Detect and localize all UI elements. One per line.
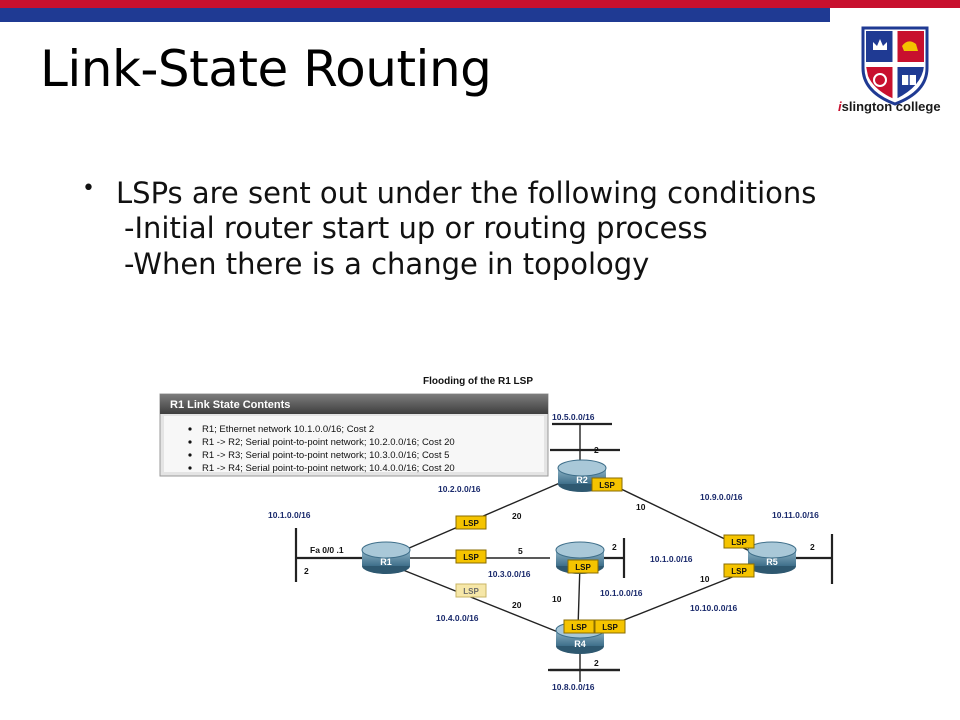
lsp-packet: LSP xyxy=(455,549,487,564)
top-blue-stripe xyxy=(0,8,830,22)
svg-text:LSP: LSP xyxy=(463,553,479,562)
router-r1: R1 xyxy=(361,541,411,574)
link-state-entry: R1 -> R2; Serial point-to-point network;… xyxy=(202,437,455,448)
network-label: 10.1.0.0/16 xyxy=(650,554,693,564)
network-label: 10.3.0.0/16 xyxy=(488,569,531,579)
lsp-packet: LSP xyxy=(455,515,487,530)
svg-text:LSP: LSP xyxy=(599,481,615,490)
sub-item-startup: -Initial router start up or routing proc… xyxy=(124,211,708,246)
cost-label: 20 xyxy=(512,600,522,610)
link-state-entry: R1; Ethernet network 10.1.0.0/16; Cost 2 xyxy=(202,424,374,435)
cost-label: 2 xyxy=(304,566,309,576)
network-label: 10.1.0.0/16 xyxy=(268,510,311,520)
cost-label: 20 xyxy=(512,511,522,521)
diagram-title: Flooding of the R1 LSP xyxy=(423,376,533,387)
lsp-packet: LSP xyxy=(455,583,487,598)
svg-text:LSP: LSP xyxy=(571,623,587,632)
college-name: islington college xyxy=(838,99,941,114)
cost-label: 2 xyxy=(810,542,815,552)
svg-text:LSP: LSP xyxy=(731,538,747,547)
cost-label: 10 xyxy=(552,594,562,604)
network-label: 10.4.0.0/16 xyxy=(436,613,479,623)
lsp-packets: LSP LSP LSP LSP LSP LSP LSP LSP LSP xyxy=(455,477,755,634)
interface-label: Fa 0/0 .1 xyxy=(310,545,344,555)
bullet-item: • LSPs are sent out under the following … xyxy=(80,176,880,211)
lsp-packet: LSP xyxy=(567,559,599,574)
svg-text:LSP: LSP xyxy=(731,567,747,576)
network-label: 10.2.0.0/16 xyxy=(438,484,481,494)
cost-label: 5 xyxy=(518,546,523,556)
bullet-text: LSPs are sent out under the following co… xyxy=(116,176,817,210)
cost-label: 10 xyxy=(700,574,710,584)
lsp-packet: LSP xyxy=(591,477,623,492)
svg-text:LSP: LSP xyxy=(463,587,479,596)
svg-text:LSP: LSP xyxy=(602,623,618,632)
link-state-contents-box: R1 Link State Contents R1; Ethernet netw… xyxy=(159,393,549,477)
network-labels: 10.5.0.0/16 10.2.0.0/16 10.9.0.0/16 10.1… xyxy=(268,412,819,692)
cost-labels: 2 20 10 2 5 2 2 10 20 10 2 xyxy=(304,445,815,668)
router-r5-label: R5 xyxy=(766,557,778,567)
router-r5: R5 xyxy=(747,541,797,574)
bullet-marker: • xyxy=(82,176,95,201)
network-label: 10.10.0.0/16 xyxy=(690,603,738,613)
lsp-packet: LSP xyxy=(723,534,755,549)
network-label: 10.8.0.0/16 xyxy=(552,682,595,692)
sub-item-topology-change: -When there is a change in topology xyxy=(124,246,650,281)
lsp-packet: LSP xyxy=(594,619,626,634)
svg-text:LSP: LSP xyxy=(575,563,591,572)
network-label: 10.5.0.0/16 xyxy=(552,412,595,422)
network-label: 10.1.0.0/16 xyxy=(600,588,643,598)
router-r2-label: R2 xyxy=(576,475,588,485)
router-r1-label: R1 xyxy=(380,557,392,567)
lsp-packet: LSP xyxy=(723,563,755,578)
slide-title: Link-State Routing xyxy=(40,40,492,98)
router-r4-label: R4 xyxy=(574,639,586,649)
link-state-entry: R1 -> R4; Serial point-to-point network;… xyxy=(202,463,455,474)
cost-label: 10 xyxy=(636,502,646,512)
cost-label: 2 xyxy=(612,542,617,552)
bullet-list: • LSPs are sent out under the following … xyxy=(80,176,880,282)
link-state-box-title: R1 Link State Contents xyxy=(170,399,290,411)
top-color-bar xyxy=(0,0,960,22)
lsp-flooding-diagram: Flooding of the R1 LSP R1 Link State Con… xyxy=(159,376,834,692)
cost-label: 2 xyxy=(594,445,599,455)
top-red-stripe xyxy=(0,0,960,8)
college-crest-logo xyxy=(861,26,929,106)
lsp-packet: LSP xyxy=(563,619,595,634)
network-label: 10.11.0.0/16 xyxy=(772,510,819,520)
cost-label: 2 xyxy=(594,658,599,668)
svg-text:LSP: LSP xyxy=(463,519,479,528)
link-state-entry: R1 -> R3; Serial point-to-point network;… xyxy=(202,450,449,461)
network-label: 10.9.0.0/16 xyxy=(700,492,743,502)
